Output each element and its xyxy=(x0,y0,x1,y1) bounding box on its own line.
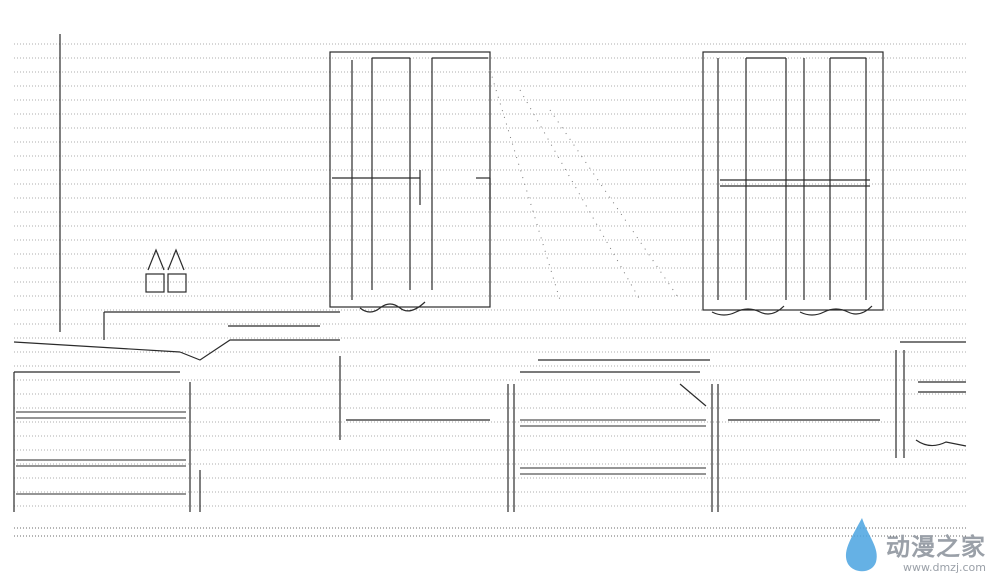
watermark-name: 动漫之家 xyxy=(886,533,986,561)
water-drop-logo-icon xyxy=(845,518,877,572)
watermark: 动漫之家 www.dmzj.com xyxy=(852,535,986,574)
right-desk xyxy=(895,341,967,458)
right-window xyxy=(702,51,884,316)
dotted-background xyxy=(14,43,968,507)
twin-ornament xyxy=(145,248,187,293)
center-desk xyxy=(507,359,880,512)
watermark-url: www.dmzj.com xyxy=(903,561,986,574)
left-desk xyxy=(13,311,490,512)
left-window xyxy=(329,51,491,313)
light-beam xyxy=(489,69,681,301)
